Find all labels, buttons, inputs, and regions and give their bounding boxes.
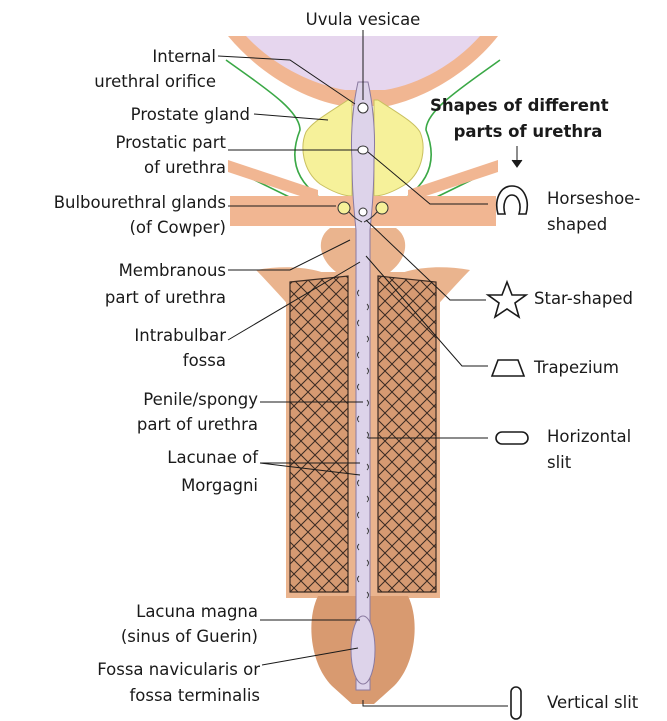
label-internal-orifice-line2: urethral orifice xyxy=(40,71,216,93)
label-lacunae-line2: Morgagni xyxy=(40,475,258,497)
label-lacuna-magna-line1: Lacuna magna xyxy=(40,601,258,623)
shapes-heading-line2: parts of urethra xyxy=(440,121,616,143)
trapezium-shape-icon xyxy=(492,360,524,376)
label-star-shaped: Star-shaped xyxy=(534,288,633,310)
label-fossa-navicularis-line1: Fossa navicularis or xyxy=(20,659,260,681)
label-internal-orifice-line1: Internal xyxy=(40,46,216,68)
label-horizontal-line2: slit xyxy=(547,452,571,474)
label-penile-line2: part of urethra xyxy=(40,414,258,436)
label-membranous-line1: Membranous xyxy=(40,260,226,282)
label-prostatic-part-line2: of urethra xyxy=(40,157,226,179)
label-prostate-gland: Prostate gland xyxy=(40,104,250,126)
shapes-heading-line1: Shapes of different xyxy=(430,95,606,117)
label-prostatic-part-line1: Prostatic part xyxy=(40,132,226,154)
horseshoe-shape-icon xyxy=(497,186,527,214)
label-lacuna-magna-line2: (sinus of Guerin) xyxy=(40,626,258,648)
label-bulbourethral-line2: (of Cowper) xyxy=(0,217,226,239)
label-vertical-slit: Vertical slit xyxy=(547,692,638,714)
label-bulbourethral-line1: Bulbourethral glands xyxy=(0,192,226,214)
horizontal-slit-icon xyxy=(496,432,528,444)
label-intrabulbar-line1: Intrabulbar xyxy=(40,325,226,347)
label-lacunae-line1: Lacunae of xyxy=(40,447,258,469)
label-uvula-vesicae: Uvula vesicae xyxy=(293,9,433,31)
label-trapezium: Trapezium xyxy=(534,357,619,379)
label-horseshoe-line1: Horseshoe- xyxy=(547,188,640,210)
label-penile-line1: Penile/spongy xyxy=(40,389,258,411)
label-fossa-navicularis-line2: fossa terminalis xyxy=(20,685,260,707)
vertical-slit-icon xyxy=(511,687,521,719)
label-membranous-line2: part of urethra xyxy=(40,287,226,309)
label-horseshoe-line2: shaped xyxy=(547,214,607,236)
label-intrabulbar-line2: fossa xyxy=(40,350,226,372)
label-horizontal-line1: Horizontal xyxy=(547,426,631,448)
star-shape-icon xyxy=(488,282,526,317)
